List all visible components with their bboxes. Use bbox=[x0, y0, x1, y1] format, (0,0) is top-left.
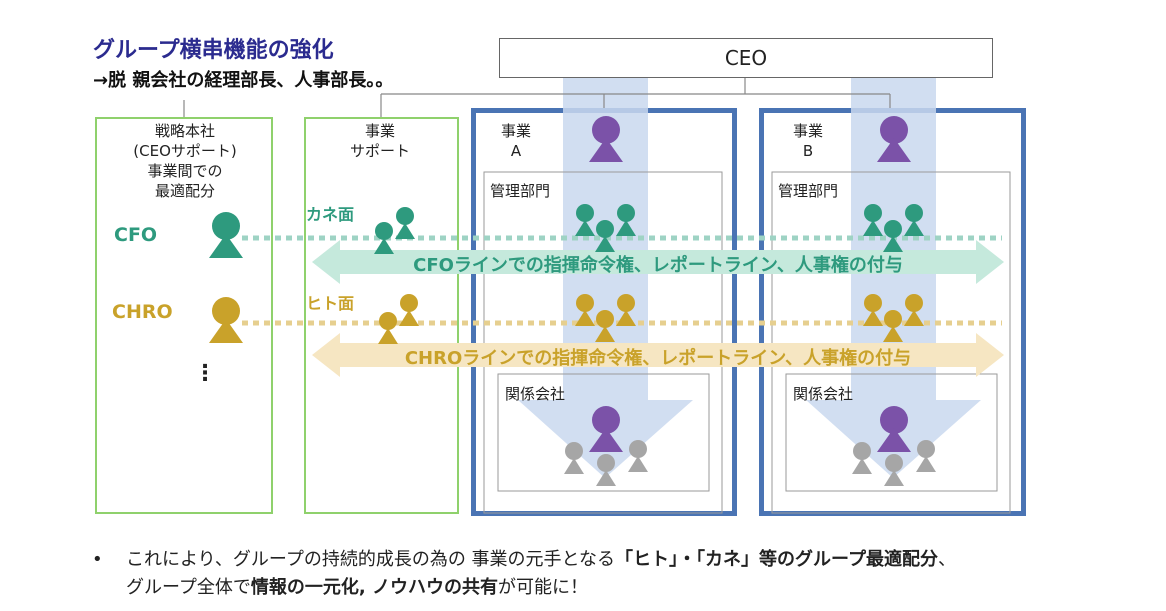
cfo-line-arrow bbox=[312, 240, 1004, 284]
affiliate-label-b: 関係会社 bbox=[793, 385, 854, 403]
business-support-label: 事業 サポート bbox=[349, 122, 410, 160]
affiliate-box-a bbox=[497, 373, 710, 492]
chro-line-text: CHROラインでの指揮命令権、レポートライン、人事権の付与 bbox=[404, 348, 912, 369]
affiliate-label-a: 関係会社 bbox=[505, 385, 566, 403]
page-subtitle: →脱 親会社の経理部長、人事部長。。 bbox=[93, 70, 394, 91]
ceo-box: CEO bbox=[499, 38, 993, 78]
business-a-label: 事業 A bbox=[500, 122, 531, 160]
money-aspect-label: カネ面 bbox=[306, 205, 355, 224]
cfo-line-text: CFOラインでの指揮命令権、レポートライン、人事権の付与 bbox=[413, 255, 903, 276]
page-title: グループ横串機能の強化 bbox=[93, 38, 334, 63]
strategy-hq-label: 戦略本社 (CEOサポート) 事業間での 最適配分 bbox=[133, 122, 237, 200]
strategy-hq-box bbox=[95, 117, 273, 514]
chro-label: CHRO bbox=[112, 301, 173, 323]
more-roles-ellipsis: ⋮ bbox=[194, 361, 216, 386]
affiliate-box-b bbox=[785, 373, 998, 492]
admin-dept-box-b bbox=[771, 171, 1011, 514]
ceo-label: CEO bbox=[724, 46, 768, 70]
bullet-marker: • bbox=[92, 549, 103, 570]
ceo-connector-lines bbox=[183, 77, 891, 117]
admin-dept-label-a: 管理部門 bbox=[490, 182, 551, 200]
business-b-label: 事業 B bbox=[792, 122, 823, 160]
admin-dept-label-b: 管理部門 bbox=[778, 182, 839, 200]
admin-dept-box-a bbox=[483, 171, 723, 514]
cfo-label: CFO bbox=[114, 224, 158, 246]
people-aspect-label: ヒト面 bbox=[306, 294, 355, 313]
summary-bullet: •これにより、グループの持続的成長の為の 事業の元手となる「ヒト」・「カネ」等の… bbox=[92, 546, 956, 602]
chro-line-arrow bbox=[312, 333, 1004, 377]
